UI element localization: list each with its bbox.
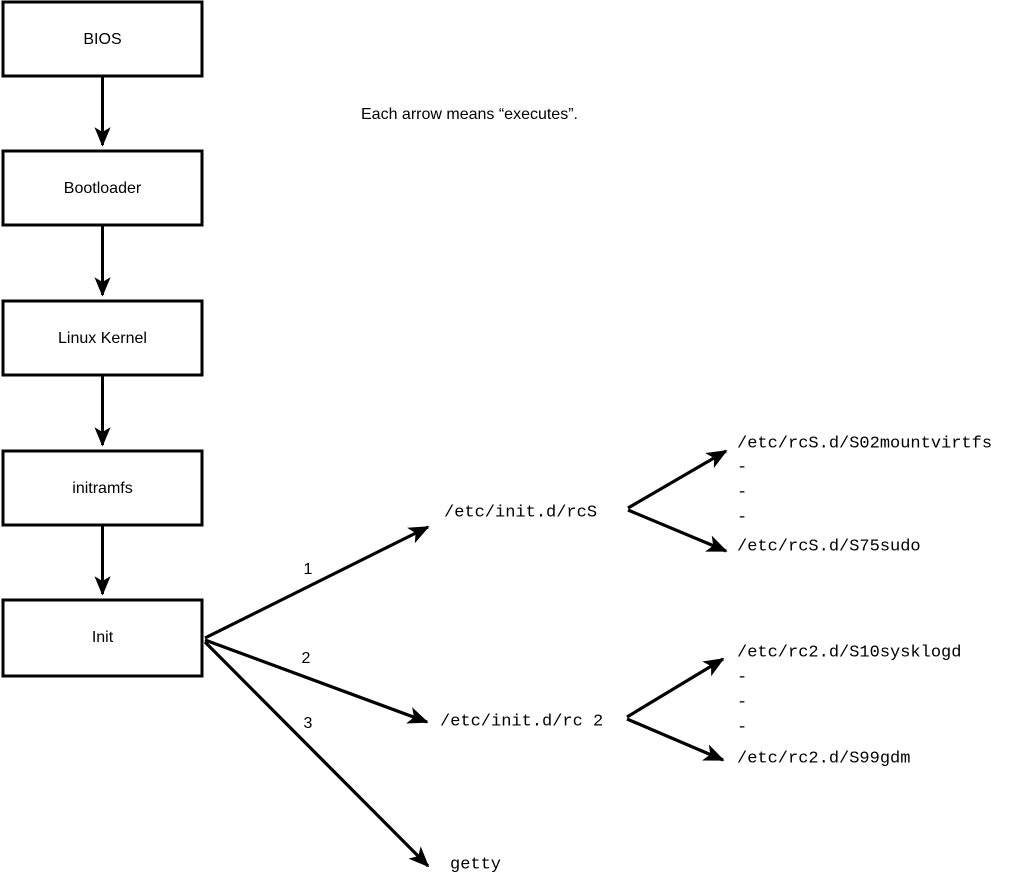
arrow-rcs-to-last — [627, 508, 728, 553]
node-bootloader[interactable]: Bootloader — [1, 149, 204, 227]
rc2-ellipsis-dash-3: - — [737, 718, 747, 737]
arrow-init-to-rcs — [204, 525, 430, 640]
label-rc2-script: /etc/init.d/rc 2 — [440, 712, 603, 731]
label-rc2-first: /etc/rc2.d/S10sysklogd — [737, 643, 961, 662]
rcs-fanout-arrows — [627, 449, 728, 553]
process-boxes: BIOS Bootloader Linux Kernel initramfs I… — [1, 0, 204, 678]
node-init[interactable]: Init — [1, 598, 204, 678]
arrow-init-to-rc2 — [204, 638, 429, 724]
linux-kernel-box[interactable] — [1, 299, 204, 377]
rc2-ellipsis-dash-2: - — [737, 693, 747, 712]
init-fanout-arrows — [203, 525, 430, 868]
label-rcs-last: /etc/rcS.d/S75sudo — [737, 537, 921, 556]
edge-number-3: 3 — [304, 715, 313, 732]
script-labels: /etc/init.d/rcS /etc/init.d/rc 2 getty — [440, 503, 603, 874]
bootloader-label: Bootloader — [64, 180, 142, 197]
edge-number-1: 1 — [304, 561, 313, 578]
rcs-ellipsis-dash-1: - — [737, 458, 747, 477]
init-box[interactable] — [1, 598, 204, 678]
rcs-ellipsis-dash-2: - — [737, 483, 747, 502]
init-label: Init — [92, 629, 114, 646]
label-rcs-script: /etc/init.d/rcS — [444, 503, 597, 522]
rc2-fanout-arrows — [626, 657, 725, 762]
rcs-ellipsis-dash-3: - — [737, 508, 747, 527]
edge-number-labels: 1 2 3 — [302, 561, 313, 732]
initramfs-label: initramfs — [72, 480, 132, 497]
arrow-rc2-to-last — [626, 717, 725, 762]
arrow-rcs-to-first — [627, 449, 728, 510]
rcs-target-labels: /etc/rcS.d/S02mountvirtfs - - - /etc/rcS… — [737, 434, 992, 556]
linux-kernel-label: Linux Kernel — [58, 330, 147, 347]
arrow-rc2-to-first — [626, 657, 725, 719]
label-rc2-last: /etc/rc2.d/S99gdm — [737, 749, 910, 768]
legend-note: Each arrow means “executes”. — [361, 106, 578, 123]
rc2-ellipsis-dash-1: - — [737, 668, 747, 687]
label-rcs-first: /etc/rcS.d/S02mountvirtfs — [737, 434, 992, 453]
arrow-init-to-getty — [203, 640, 430, 868]
edge-number-2: 2 — [302, 650, 311, 667]
label-getty: getty — [450, 855, 501, 874]
node-linux-kernel[interactable]: Linux Kernel — [1, 299, 204, 377]
initramfs-box[interactable] — [1, 449, 204, 527]
bios-label: BIOS — [83, 31, 121, 48]
rc2-target-labels: /etc/rc2.d/S10sysklogd - - - /etc/rc2.d/… — [737, 643, 961, 768]
node-initramfs[interactable]: initramfs — [1, 449, 204, 527]
node-bios[interactable]: BIOS — [1, 0, 204, 78]
bootloader-box[interactable] — [1, 149, 204, 227]
bios-box[interactable] — [1, 0, 204, 78]
